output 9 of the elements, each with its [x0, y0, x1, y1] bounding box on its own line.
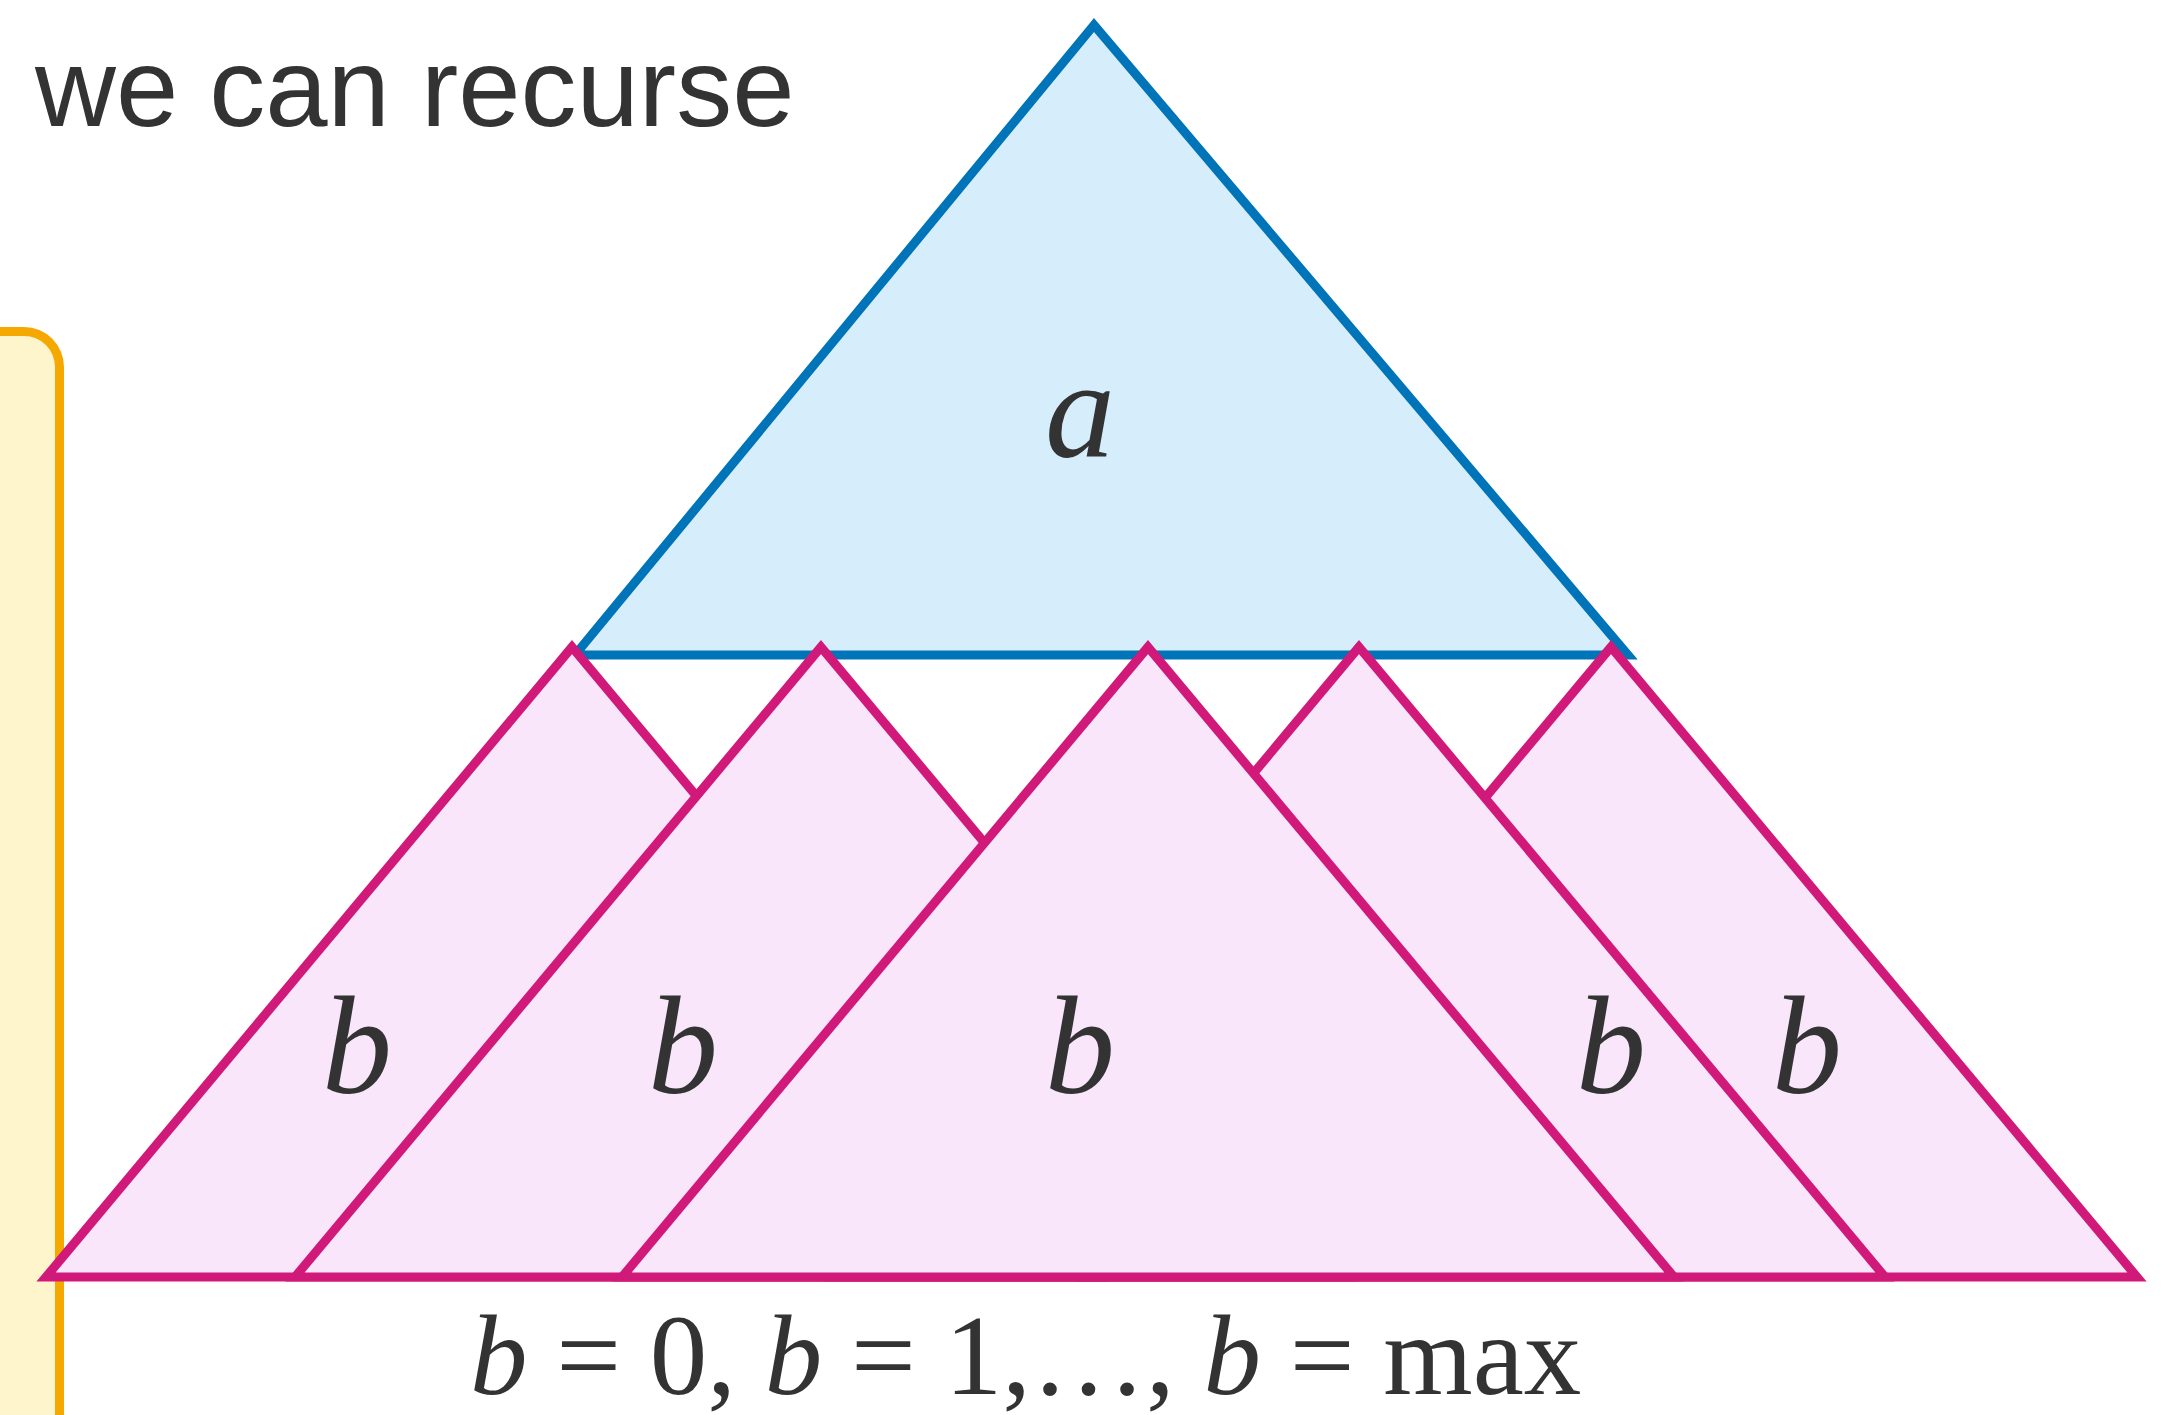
variable-label: a [1045, 340, 1115, 480]
variable-label: b [1772, 976, 1842, 1116]
variable-label: b [1045, 976, 1115, 1116]
heading-text: we can recurse [35, 32, 795, 144]
formula-text: b = 0, b = 1,…, b = max [470, 1298, 1582, 1413]
variable-label: b [648, 976, 718, 1116]
variable-label: b [1576, 976, 1646, 1116]
side-panel [0, 327, 64, 1415]
variable-label: b [322, 976, 392, 1116]
